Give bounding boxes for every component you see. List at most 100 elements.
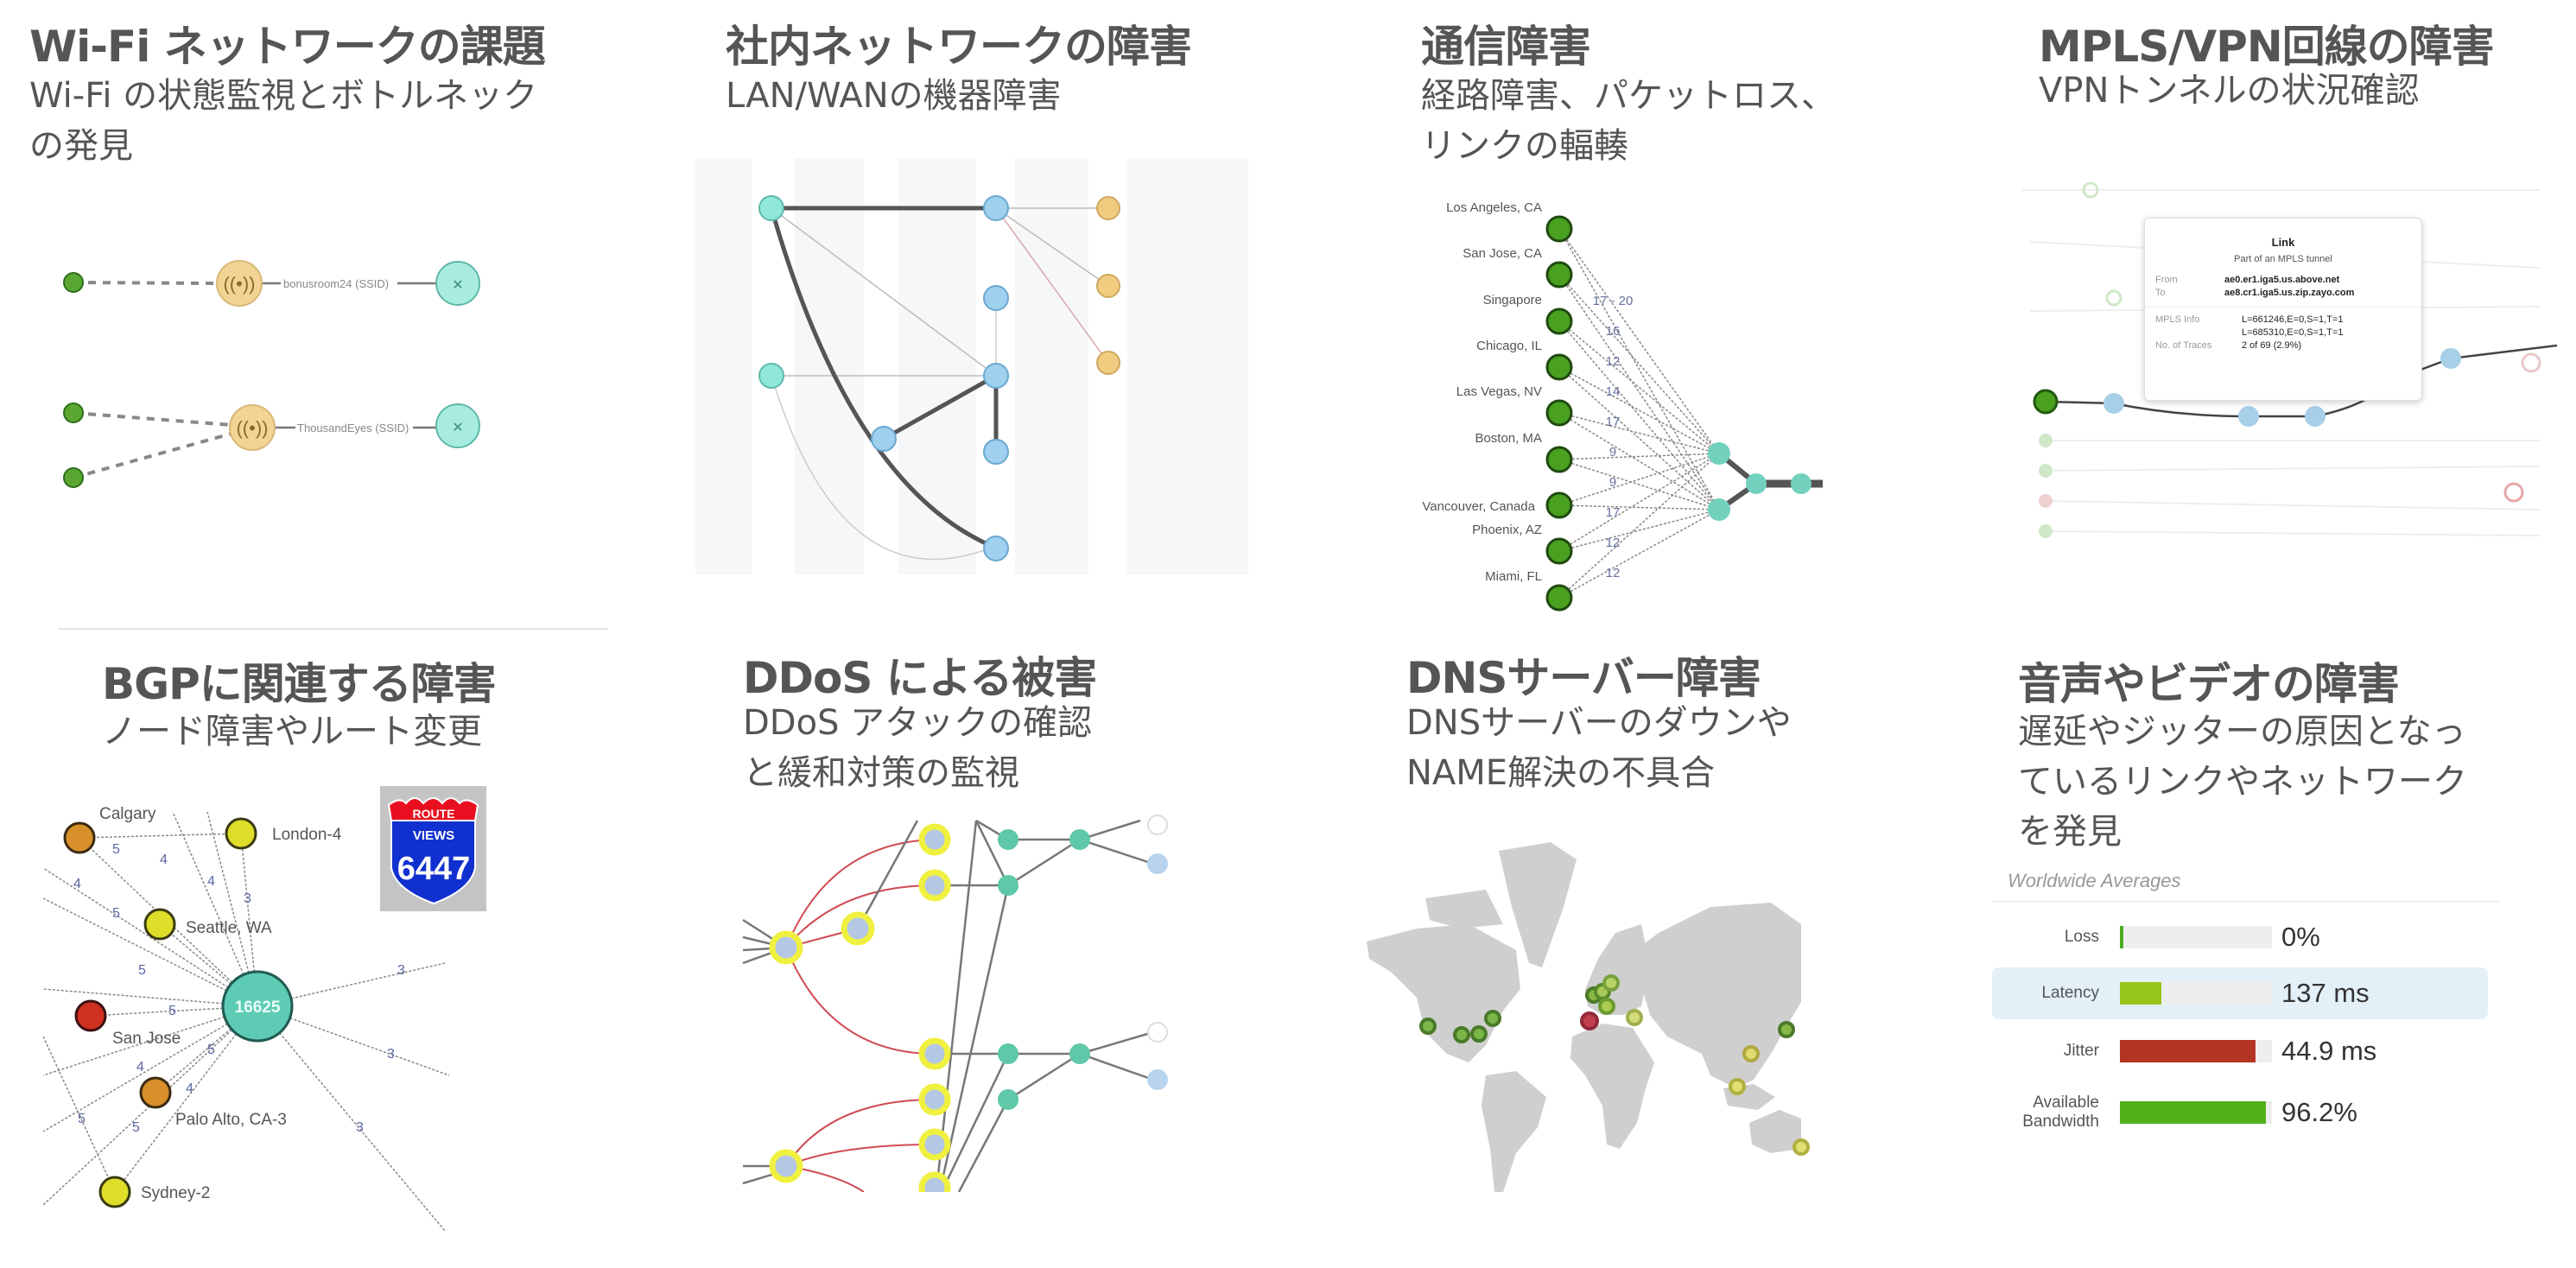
attacked-node [918,1171,951,1192]
metric-bar-fill [2120,1040,2256,1062]
access-point-node [1096,351,1120,375]
svg-text:4: 4 [160,853,168,867]
hop-node [998,1089,1018,1110]
hop-node [2238,406,2259,427]
svg-text:3: 3 [244,891,251,906]
svg-text:3: 3 [397,963,405,978]
agent-node [1545,491,1573,519]
subtitle-line: 遅延やジッターの原因となっ [2018,712,2466,751]
metric-label: Latency [2041,984,2099,1002]
origin-as-node [221,970,294,1043]
server-location-dot [1598,998,1615,1015]
hop-count-label: 9 [1609,445,1616,460]
server-location-dot [1453,1026,1470,1043]
to-value: ae8.cr1.iga5.us.zip.zayo.com [2224,288,2355,298]
lan-subtitle: LAN/WANの機器障害 [726,71,1062,121]
svg-text:5: 5 [112,906,120,921]
metric-value: 137 ms [2281,978,2370,1008]
server-location-dot [1626,1009,1643,1026]
as-node [225,817,257,850]
svg-text:3: 3 [356,1120,364,1135]
metric-value: 44.9 ms [2281,1036,2377,1066]
switch-node [758,363,784,389]
hop-node [1069,829,1090,850]
subtitle-line: リンクの輻輳 [1421,126,1628,166]
router-node [983,285,1009,311]
hop-count-label: 17 [1606,415,1621,429]
hop-node [2440,348,2461,369]
server-location-dot [1778,1021,1795,1038]
dns-title: DNSサーバー障害 [1406,653,1761,703]
traces-label: No. of Traces [2155,340,2212,351]
attacked-node [918,1083,951,1116]
hop-node [998,1043,1018,1064]
metric-row: Jitter 44.9 ms [1992,1025,2488,1077]
router-node [983,536,1009,561]
wifi-subtitle: Wi-Fi の状態監視とボトルネックの発見 [29,71,537,171]
subtitle-line: NAME解決の不具合 [1406,753,1716,793]
node-label: Sydney-2 [141,1184,210,1202]
hop-node [1708,498,1730,521]
from-value: ae0.er1.iga5.us.above.net [2224,275,2340,285]
svg-text:4: 4 [207,874,215,889]
svg-text:✕: ✕ [452,278,463,293]
wifi-diagram: ((•)) ((•)) bonusroom24 (SSID) ThousandE… [63,260,480,488]
agent-label: Vancouver, Canada [1422,499,1535,514]
agent-node [1545,215,1573,243]
router-node [983,195,1009,221]
route-views-logo: ROUTE VIEWS 6447 [380,786,486,911]
server-location-dot [1602,974,1620,992]
voice-subtitle: 遅延やジッターの原因となっているリンクやネットワークを発見 [2018,707,2467,857]
wifi-access-point-icon: ((•)) [229,404,276,451]
access-point-node [1096,196,1120,220]
switch-node [758,195,784,221]
ssid-label: ThousandEyes (SSID) [297,422,409,434]
hop-count-label: 12 [1606,566,1621,580]
tooltip-description: Part of an MPLS tunnel [2234,254,2332,264]
hop-node [1708,442,1730,465]
mpls-info-label: MPLS Info [2155,314,2200,325]
attacked-node [769,1149,803,1183]
dns-subtitle: DNSサーバーのダウンや NAME解決の不具合 [1406,698,1792,798]
subtitle-line: と緩和対策の監視 [743,753,1019,793]
wifi-title: Wi-Fi ネットワークの課題 [29,22,546,72]
agent-label: Phoenix, AZ [1472,523,1542,537]
hop-count-label: 12 [1606,536,1621,550]
lan-topology-diagram [695,158,1248,574]
agent-node [1545,537,1573,565]
hop-node [1746,473,1767,494]
bgp-title: BGPに関連する障害 [102,659,497,709]
subtitle-line: VPNトンネルの状況確認 [2039,71,2420,111]
svg-text:4: 4 [186,1081,194,1096]
agent-node [1545,353,1573,381]
metric-bar-fill [2120,926,2123,948]
svg-text:4: 4 [73,877,81,891]
svg-text:5: 5 [168,1004,176,1018]
origin-asn: 16625 [235,999,281,1017]
subtitle-line: DNSサーバーのダウンや [1406,703,1792,743]
subtitle-line: 経路障害、パケットロス、 [1421,76,1836,116]
ddos-subtitle: DDoS アタックの確認と緩和対策の監視 [743,698,1092,798]
router-icon: ✕ [435,403,480,448]
path-subtitle: 経路障害、パケットロス、リンクの輻輳 [1421,71,1836,171]
router-node [983,439,1009,465]
subtitle-line: LAN/WANの機器障害 [726,76,1062,116]
router-icon: ✕ [435,261,480,306]
svg-text:5: 5 [207,1043,215,1057]
agent-node [1545,261,1573,288]
agent-label: Los Angeles, CA [1446,200,1542,215]
attacked-node [918,1037,951,1070]
hop-count-label: 14 [1606,384,1621,399]
voice-title: 音声やビデオの障害 [2018,659,2400,709]
agent-node [63,272,84,293]
as-node [74,999,107,1032]
svg-text:((•)): ((•)) [236,417,268,439]
metric-value: 96.2% [2281,1097,2357,1127]
metric-label: Jitter [2063,1042,2099,1060]
agent-node [1545,307,1573,335]
bgp-subtitle: ノード障害やルート変更 [102,707,482,757]
metric-label: Loss [2064,928,2099,946]
